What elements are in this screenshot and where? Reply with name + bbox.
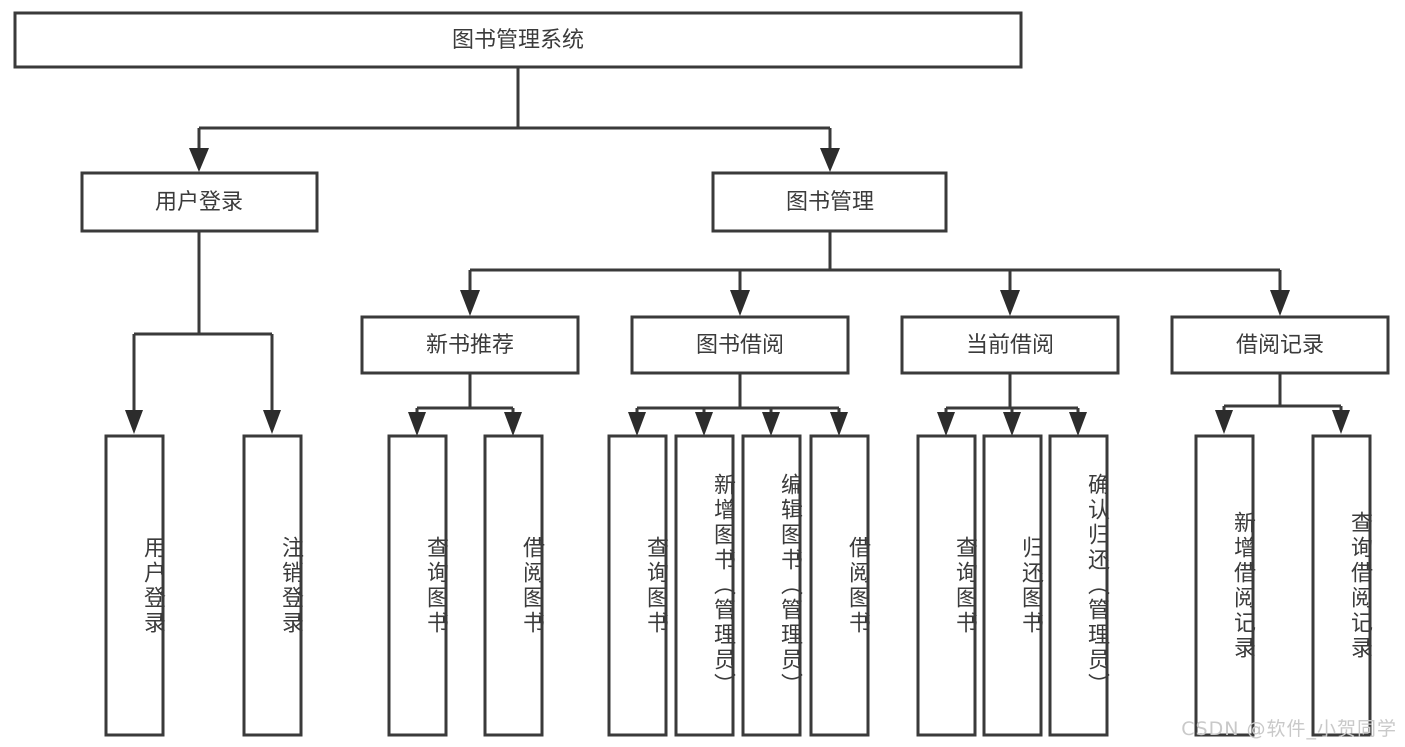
node-user-login-box[interactable] <box>80 171 319 233</box>
node-borrow-record[interactable]: 借阅记录 <box>1170 315 1390 375</box>
node-root-box[interactable] <box>13 11 1023 69</box>
arrow-head-leaf-borrow-book-1 <box>504 412 522 436</box>
leaf-box-query-book-2[interactable] <box>607 434 668 737</box>
connector-group-root <box>189 68 840 172</box>
arrow-head-leaf-add-book <box>695 412 713 436</box>
leaf-box-query-book-1[interactable] <box>387 434 448 737</box>
leaf-box-return-book[interactable] <box>982 434 1043 737</box>
node-root[interactable]: 图书管理系统 <box>13 11 1023 69</box>
node-user-login-label: 用户登录 <box>155 190 243 215</box>
node-new-book-recommend-box[interactable] <box>360 315 580 375</box>
csdn-watermark: CSDN @软件_小贺同学 <box>1181 718 1397 740</box>
leaf-box-confirm-return[interactable] <box>1048 434 1109 737</box>
leaf-boxes-book-borrow <box>607 434 870 737</box>
leaf-box-edit-book[interactable] <box>741 434 802 737</box>
leaf-boxes-new-book-recommend <box>387 434 544 737</box>
arrow-head-leaf-borrow-book-2 <box>830 412 848 436</box>
connector-group-new-book-recommend <box>408 374 522 436</box>
arrow-head-book-management <box>820 148 840 172</box>
node-book-borrow[interactable]: 图书借阅 <box>630 315 850 375</box>
arrow-head-new-book-recommend <box>460 290 480 316</box>
arrow-head-leaf-query-book-1 <box>408 412 426 436</box>
leaf-boxes-user-login <box>104 434 303 737</box>
arrow-head-leaf-edit-book <box>762 412 780 436</box>
leaf-boxes-borrow-record <box>1194 434 1372 737</box>
leaf-box-query-record[interactable] <box>1311 434 1372 737</box>
node-book-borrow-label: 图书借阅 <box>696 333 784 358</box>
arrow-head-leaf-query-book-2 <box>628 412 646 436</box>
node-book-borrow-box[interactable] <box>630 315 850 375</box>
connector-group-user-login <box>125 232 281 434</box>
node-borrow-record-label: 借阅记录 <box>1236 333 1324 358</box>
node-user-login[interactable]: 用户登录 <box>80 171 319 233</box>
node-current-borrow[interactable]: 当前借阅 <box>900 315 1120 375</box>
connector-group-current-borrow <box>937 374 1087 436</box>
arrow-head-leaf-confirm-return <box>1069 412 1087 436</box>
leaf-box-user-logout[interactable] <box>242 434 303 737</box>
arrow-head-leaf-add-record <box>1215 410 1233 434</box>
leaf-box-user-login[interactable] <box>104 434 165 737</box>
leaf-box-query-book-3[interactable] <box>916 434 977 737</box>
leaf-boxes-current-borrow <box>916 434 1109 737</box>
node-root-label: 图书管理系统 <box>452 28 584 53</box>
leaf-box-add-record[interactable] <box>1194 434 1255 737</box>
connector-group-book-management <box>460 232 1290 316</box>
leaf-box-add-book[interactable] <box>674 434 735 737</box>
node-book-management[interactable]: 图书管理 <box>711 171 948 233</box>
leaf-box-borrow-book-2[interactable] <box>809 434 870 737</box>
connector-group-borrow-record <box>1215 374 1350 434</box>
node-current-borrow-box[interactable] <box>900 315 1120 375</box>
node-book-management-box[interactable] <box>711 171 948 233</box>
arrow-head-leaf-query-record <box>1332 410 1350 434</box>
connector-group-book-borrow <box>628 374 848 436</box>
node-new-book-recommend-label: 新书推荐 <box>426 333 514 358</box>
node-borrow-record-box[interactable] <box>1170 315 1390 375</box>
arrow-head-leaf-query-book-3 <box>937 412 955 436</box>
arrow-head-current-borrow <box>1000 290 1020 316</box>
node-current-borrow-label: 当前借阅 <box>966 333 1054 358</box>
node-book-management-label: 图书管理 <box>786 190 874 215</box>
arrow-head-leaf-return-book <box>1003 412 1021 436</box>
arrow-head-user-login <box>189 148 209 172</box>
arrow-head-book-borrow <box>730 290 750 316</box>
arrow-head-leaf-user-logout <box>263 410 281 434</box>
node-new-book-recommend[interactable]: 新书推荐 <box>360 315 580 375</box>
arrow-head-leaf-user-login <box>125 410 143 434</box>
leaf-box-borrow-book-1[interactable] <box>483 434 544 737</box>
arrow-head-borrow-record <box>1270 290 1290 316</box>
